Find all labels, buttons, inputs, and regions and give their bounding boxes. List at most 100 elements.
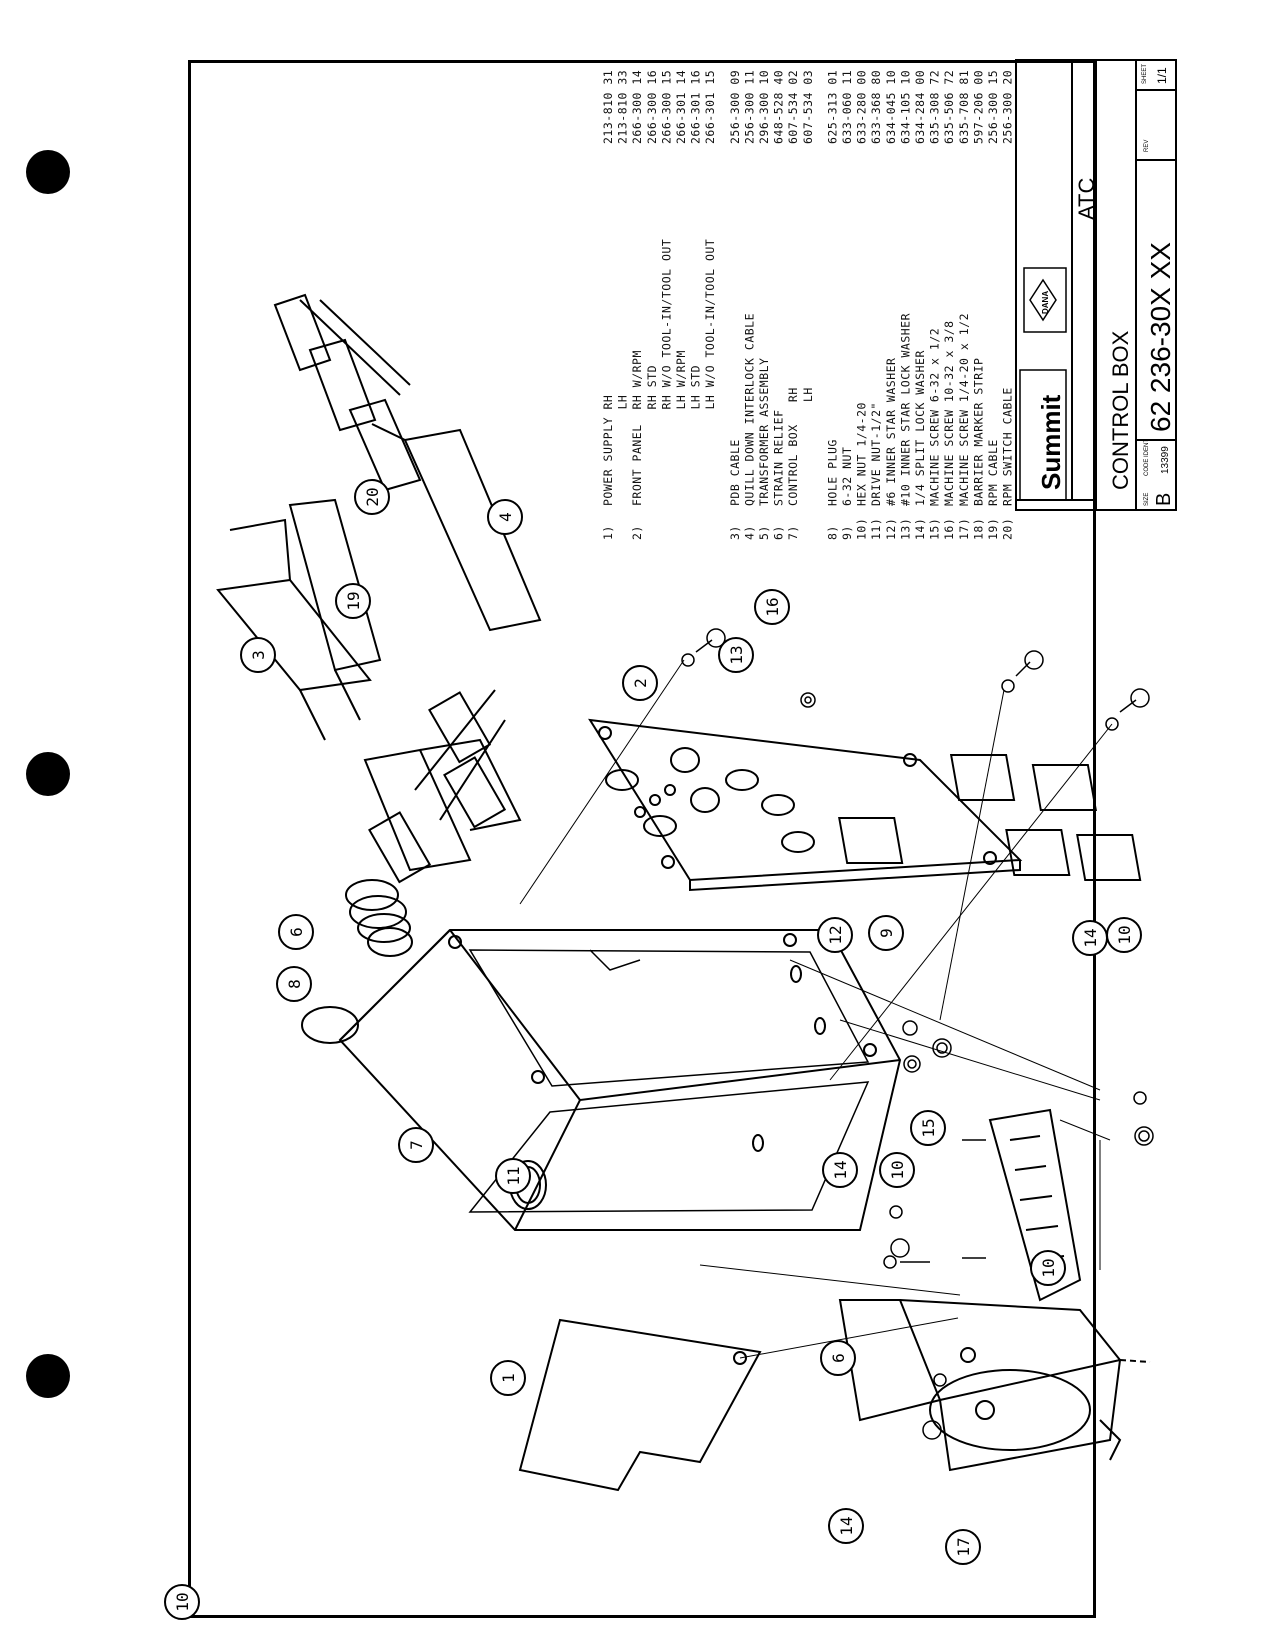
parts-list-part-number: 256-300 20 bbox=[1001, 70, 1015, 144]
parts-list-description: LH bbox=[801, 387, 815, 506]
parts-list-description: LH W/RPM bbox=[674, 350, 688, 506]
parts-list-description: DRIVE NUT-1/2" bbox=[869, 402, 883, 506]
binder-hole-bottom bbox=[26, 1354, 70, 1398]
callout-bubble: 20 bbox=[354, 479, 390, 515]
parts-list-description: STRAIN RELIEF bbox=[772, 409, 786, 506]
title-block bbox=[1015, 59, 1177, 511]
callout-bubble: 11 bbox=[495, 1158, 531, 1194]
strain-relief-top bbox=[345, 879, 413, 957]
parts-list-description: CONTROL BOX RH bbox=[786, 387, 800, 506]
parts-list-description: QUILL DOWN INTERLOCK CABLE bbox=[742, 313, 756, 506]
cables bbox=[216, 293, 542, 884]
callout-label: 16 bbox=[763, 597, 782, 616]
callout-bubble: 8 bbox=[276, 966, 312, 1002]
code-ident-value: 13399 bbox=[1160, 446, 1171, 474]
parts-list-part-number: 625-313 01 bbox=[825, 70, 839, 144]
parts-list-part-number: 266-301 15 bbox=[703, 70, 717, 144]
drawing-title: CONTROL BOX bbox=[1108, 330, 1133, 490]
parts-list-part-number: 213-810 33 bbox=[616, 70, 630, 144]
parts-list-description: #10 INNER STAR LOCK WASHER bbox=[898, 313, 912, 506]
parts-list-number: 6) bbox=[772, 525, 786, 540]
sheet-label: SHEET bbox=[1142, 64, 1148, 84]
parts-list-number: 1) bbox=[601, 525, 615, 540]
callout-label: 14 bbox=[1081, 928, 1100, 947]
parts-list-number: 3) bbox=[728, 525, 742, 540]
parts-list-description: POWER SUPPLY RH bbox=[601, 395, 615, 506]
callout-label: 17 bbox=[954, 1537, 973, 1556]
parts-list-number: 11) bbox=[869, 518, 883, 540]
parts-list-description: MACHINE SCREW 10-32 x 3/8 bbox=[942, 320, 956, 506]
parts-list-description: FRONT PANEL RH W/RPM bbox=[630, 350, 644, 506]
callout-bubble: 10 bbox=[879, 1152, 915, 1188]
callout-bubble: 17 bbox=[945, 1529, 981, 1565]
power-supply-plate bbox=[518, 1318, 762, 1492]
parts-list-description: LH W/O TOOL-IN/TOOL OUT bbox=[703, 239, 717, 506]
callout-label: 10 bbox=[1115, 925, 1134, 944]
parts-list-part-number: 607-534 03 bbox=[801, 70, 815, 144]
transformer-assembly bbox=[838, 1299, 1151, 1472]
callout-label: 9 bbox=[877, 928, 896, 938]
logo-text: DANA bbox=[1041, 291, 1050, 314]
callout-bubble: 14 bbox=[828, 1508, 864, 1544]
callout-bubble: 13 bbox=[718, 637, 754, 673]
callout-bubble: 15 bbox=[910, 1110, 946, 1146]
parts-list-number: 9) bbox=[840, 525, 854, 540]
parts-list-description: HEX NUT 1/4-20 bbox=[855, 402, 869, 506]
parts-list-part-number: 633-280 00 bbox=[855, 70, 869, 144]
callout-label: 10 bbox=[173, 1592, 192, 1611]
parts-list-description: RPM CABLE bbox=[986, 439, 1000, 506]
callout-bubble: 10 bbox=[1030, 1250, 1066, 1286]
callout-label: 19 bbox=[344, 591, 363, 610]
parts-list-part-number: 256-300 15 bbox=[986, 70, 1000, 144]
callout-label: 3 bbox=[249, 650, 268, 660]
parts-list-number: 4) bbox=[742, 525, 756, 540]
parts-list-part-number: 266-300 14 bbox=[630, 70, 644, 144]
parts-list-description: MACHINE SCREW 6-32 x 1/2 bbox=[928, 328, 942, 506]
parts-list-description: #6 INNER STAR WASHER bbox=[884, 358, 898, 506]
callout-bubble: 9 bbox=[868, 915, 904, 951]
parts-list-number: 15) bbox=[928, 518, 942, 540]
parts-list-description: LH bbox=[616, 395, 630, 506]
callout-bubble: 3 bbox=[240, 637, 276, 673]
callout-bubble: 16 bbox=[754, 589, 790, 625]
parts-list-number: 18) bbox=[971, 518, 985, 540]
callout-label: 6 bbox=[829, 1353, 848, 1363]
callout-bubble: 12 bbox=[817, 917, 853, 953]
parts-list-number: 2) bbox=[630, 525, 644, 540]
drawing-frame bbox=[188, 60, 1096, 1618]
callout-label: 6 bbox=[287, 927, 306, 937]
code-ident-label: CODE IDENT bbox=[1144, 439, 1150, 476]
callout-label: 10 bbox=[1039, 1258, 1058, 1277]
sheet-value: 1/1 bbox=[1155, 67, 1169, 84]
parts-list-part-number: 648-528 40 bbox=[772, 70, 786, 144]
callout-label: 4 bbox=[496, 512, 515, 522]
callout-label: 7 bbox=[407, 1140, 426, 1150]
parts-list-part-number: 634-105 10 bbox=[898, 70, 912, 144]
parts-list-description: MACHINE SCREW 1/4-20 x 1/2 bbox=[957, 313, 971, 506]
parts-list-part-number: 266-300 15 bbox=[659, 70, 673, 144]
parts-list-description: TRANSFORMER ASSEMBLY bbox=[757, 358, 771, 506]
callout-label: 14 bbox=[831, 1160, 850, 1179]
binder-hole-top bbox=[26, 150, 70, 194]
hole-plug bbox=[301, 1006, 359, 1044]
callout-label: 11 bbox=[504, 1166, 523, 1185]
callout-bubble: 14 bbox=[822, 1152, 858, 1188]
parts-list-part-number: 296-300 10 bbox=[757, 70, 771, 144]
callout-bubble: 14 bbox=[1072, 920, 1108, 956]
parts-list-part-number: 633-060 11 bbox=[840, 70, 854, 144]
binder-hole-middle bbox=[26, 752, 70, 796]
parts-list-part-number: 635-308 72 bbox=[928, 70, 942, 144]
callout-bubble: 1 bbox=[490, 1360, 526, 1396]
callout-label: 2 bbox=[631, 678, 650, 688]
parts-list-part-number: 633-368 80 bbox=[869, 70, 883, 144]
callout-label: 10 bbox=[888, 1160, 907, 1179]
parts-list-description: 1/4 SPLIT LOCK WASHER bbox=[913, 350, 927, 506]
parts-list-number: 7) bbox=[786, 525, 800, 540]
parts-list-number: 20) bbox=[1001, 518, 1015, 540]
callout-bubble: 2 bbox=[622, 665, 658, 701]
parts-list-part-number: 597-206 00 bbox=[971, 70, 985, 144]
callout-bubble: 10 bbox=[164, 1584, 200, 1620]
parts-list-number: 5) bbox=[757, 525, 771, 540]
